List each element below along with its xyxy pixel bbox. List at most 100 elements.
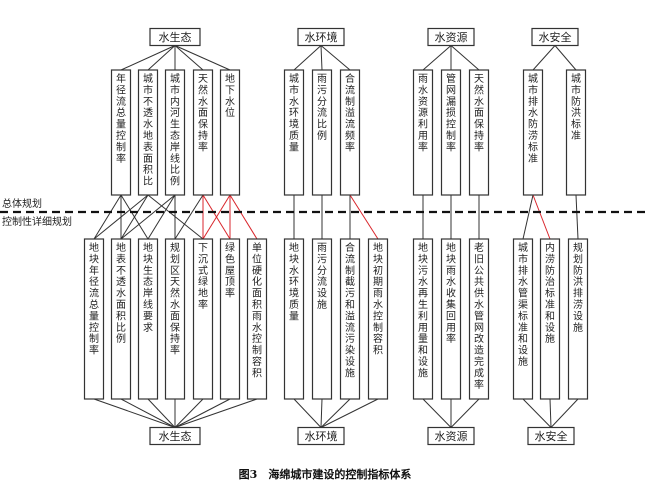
top-indicator-t3: 城市内河生态岸线比例	[164, 69, 186, 196]
top-indicator-t6: 城市水环境质量	[283, 69, 305, 196]
top-indicator-t8: 合流制溢流频率	[339, 69, 361, 196]
bottom-indicator-b11-label: 地块初期雨水控制容积	[373, 241, 383, 357]
top-indicator-t4-label: 天然水面保持率	[198, 74, 208, 153]
bottom-indicator-b17-label: 规划防洪排涝设施	[573, 241, 583, 334]
category-bottom-safe-box	[527, 426, 575, 446]
top-indicator-t9-label: 雨水资源利用率	[418, 74, 428, 153]
fan-bottom-eco-b6	[174, 398, 231, 428]
bottom-indicator-b10-box	[339, 238, 361, 400]
category-top-safe-box	[531, 27, 579, 47]
fan-top-safe-t12	[532, 45, 556, 71]
fan-top-env-t7	[320, 45, 323, 71]
top-indicator-t1-box	[110, 69, 132, 196]
top-indicator-t10: 管网漏损控制率	[440, 69, 462, 196]
top-indicator-t6-label: 城市水环境质量	[289, 73, 299, 153]
bottom-indicator-b7-box	[246, 238, 268, 400]
category-bottom-eco-label: 水生态	[159, 429, 192, 443]
category-top-env-label: 水环境	[305, 30, 338, 44]
bottom-indicator-b11: 地块初期雨水控制容积	[367, 238, 389, 400]
bottom-indicator-b10: 合流制截污和溢流污染设施	[339, 238, 361, 400]
bottom-indicator-b17-box	[567, 238, 589, 400]
top-indicator-t13-box	[565, 69, 587, 196]
bottom-indicator-b8-label: 地块水环境质量	[289, 241, 299, 322]
fan-bottom-eco-b2	[120, 398, 176, 428]
fan-top-safe-t13	[554, 45, 577, 71]
category-bottom-safe-label: 水安全	[535, 429, 568, 443]
link-t12-b16	[532, 194, 551, 240]
fan-bottom-eco-b7	[174, 398, 258, 428]
top-indicator-t9-box	[412, 69, 434, 196]
bottom-indicator-b6-box	[219, 238, 241, 400]
category-bottom-res: 水资源	[427, 426, 475, 446]
bottom-indicator-b4-label: 规划区天然水面保持率	[170, 241, 180, 357]
category-bottom-eco-box	[149, 426, 201, 446]
link-t13-b17	[575, 194, 579, 240]
level-label-upper: 总体规划	[2, 197, 42, 210]
category-bottom-res-label: 水资源	[435, 429, 468, 443]
bottom-indicator-b17: 规划防洪排涝设施	[567, 238, 589, 400]
category-top-safe: 水安全	[531, 27, 579, 47]
bottom-indicator-b8-box	[283, 238, 305, 400]
fan-top-eco-t5	[174, 45, 231, 71]
bottom-indicator-b6: 绿色屋顶率	[219, 238, 241, 400]
bottom-indicator-b4-box	[164, 238, 186, 400]
link-t3-b2	[120, 194, 176, 240]
bottom-indicator-b9-box	[311, 238, 333, 400]
bottom-indicator-b16-label: 内涝防治标准和设施	[545, 241, 555, 345]
link-t12-b15	[522, 194, 534, 240]
category-bottom-env-label: 水环境	[305, 429, 338, 443]
bottom-indicator-b3-box	[137, 238, 159, 400]
fan-bottom-eco-b5	[174, 398, 204, 428]
category-top-eco: 水生态	[149, 27, 201, 47]
top-indicator-t2-label: 城市不透水地表面积比	[143, 73, 153, 188]
link-t4-b4	[174, 194, 204, 240]
bottom-indicator-b12: 地块污水再生利用量和设施	[412, 238, 434, 400]
bottom-indicator-b16: 内涝防治标准和设施	[539, 238, 561, 400]
links-layer	[93, 45, 579, 428]
category-top-eco-label: 水生态	[159, 30, 192, 44]
top-indicator-t1: 年径流总量控制率	[110, 69, 132, 196]
category-bottom-eco: 水生态	[149, 426, 201, 446]
top-indicator-t12-box	[522, 69, 544, 196]
figure-caption: 图3 海绵城市建设的控制指标体系	[239, 467, 412, 481]
bottom-indicator-b13: 地块雨水收集回用率	[440, 238, 462, 400]
category-bottom-env: 水环境	[297, 426, 345, 446]
bottom-indicator-b1: 地块年径流总量控制率	[83, 238, 105, 400]
top-indicator-t7-label: 雨污分流比例	[317, 74, 327, 142]
fan-bottom-res-b12	[422, 398, 452, 428]
category-top-res-label: 水资源	[435, 30, 468, 44]
bottom-indicator-b3: 地块生态岸线要求	[137, 238, 159, 400]
top-indicator-t3-box	[164, 69, 186, 196]
bottom-indicator-b14-box	[468, 238, 490, 400]
bottom-indicator-b15-box	[512, 238, 534, 400]
category-top-env-box	[297, 27, 345, 47]
bottom-indicator-b14: 老旧公共供水管网改造完成率	[468, 238, 490, 400]
top-indicator-t13-label: 城市防洪标准	[571, 73, 581, 142]
top-indicator-t4: 天然水面保持率	[192, 69, 214, 196]
top-indicator-t9: 雨水资源利用率	[412, 69, 434, 196]
top-indicator-t11: 天然水面保持率	[468, 69, 490, 196]
top-indicator-t7-box	[311, 69, 333, 196]
bottom-indicator-b2-label: 地表不透水面积比例	[116, 241, 126, 345]
top-indicator-t5: 地下水位	[219, 69, 241, 196]
fan-bottom-env-b9	[320, 398, 323, 428]
fan-top-eco-t1	[120, 45, 176, 71]
top-indicator-t5-box	[219, 69, 241, 196]
top-indicator-t8-box	[339, 69, 361, 196]
bottom-indicator-b2-box	[110, 238, 132, 400]
bottom-indicator-b1-box	[83, 238, 105, 400]
category-top-res-box	[427, 27, 475, 47]
bottom-indicator-b15-label: 城市排水管渠标准和设施	[518, 242, 528, 368]
bottom-indicator-b5: 下沉式绿地率	[192, 238, 214, 400]
category-bottom-res-box	[427, 426, 475, 446]
category-top-eco-box	[149, 27, 201, 47]
top-indicator-t5-label: 地下水位	[225, 72, 235, 119]
bottom-indicator-b16-box	[539, 238, 561, 400]
bottom-indicator-b11-box	[367, 238, 389, 400]
bottom-indicator-b1-label: 地块年径流总量控制率	[89, 241, 99, 357]
fan-bottom-safe-b15	[522, 398, 552, 428]
top-indicator-t3-label: 城市内河生态岸线比例	[170, 73, 180, 188]
fan-bottom-env-b8	[293, 398, 322, 428]
top-indicator-t10-box	[440, 69, 462, 196]
